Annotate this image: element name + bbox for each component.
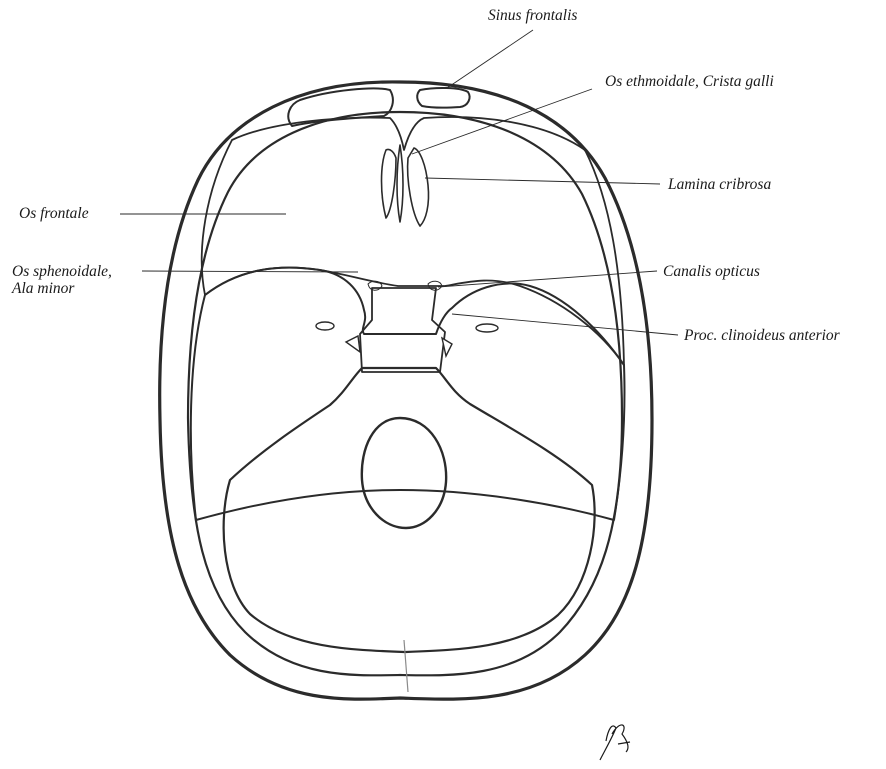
cribriform-plate-right [408, 148, 429, 226]
anterior-cranial-fossa [202, 117, 624, 365]
cribriform-plate-left [382, 149, 397, 218]
label-proc-clinoideus: Proc. clinoideus anterior [683, 327, 841, 344]
skull-inner-table [188, 112, 622, 675]
frontal-sinus-right [417, 88, 469, 108]
leader-lamina-cribrosa [425, 178, 660, 184]
foramen-magnum [362, 418, 446, 528]
leader-os-ethmoidale [412, 89, 592, 154]
label-canalis-opticus: Canalis opticus [663, 263, 760, 280]
leader-sinus-frontalis [447, 30, 533, 88]
foramen-rotundum-right [476, 324, 498, 332]
posterior-cranial-fossa [224, 368, 595, 652]
skull-outer-table [160, 82, 652, 699]
artist-signature-icon [600, 725, 630, 760]
sella-turcica [360, 288, 445, 372]
falx-midline [404, 640, 408, 692]
foramen-ovale-left [346, 336, 360, 352]
label-os-sphenoidale-line1: Os sphenoidale, [12, 263, 112, 280]
label-lamina-cribrosa: Lamina cribrosa [667, 176, 771, 193]
foramen-rotundum-left [316, 322, 334, 330]
leader-canalis-opticus [438, 271, 657, 287]
label-os-ethmoidale: Os ethmoidale, Crista galli [605, 73, 774, 90]
label-os-frontale: Os frontale [19, 205, 89, 222]
label-os-sphenoidale-line2: Ala minor [11, 280, 75, 297]
crista-galli [397, 145, 403, 222]
foramen-ovale-right [442, 338, 452, 356]
label-sinus-frontalis: Sinus frontalis [488, 7, 577, 24]
